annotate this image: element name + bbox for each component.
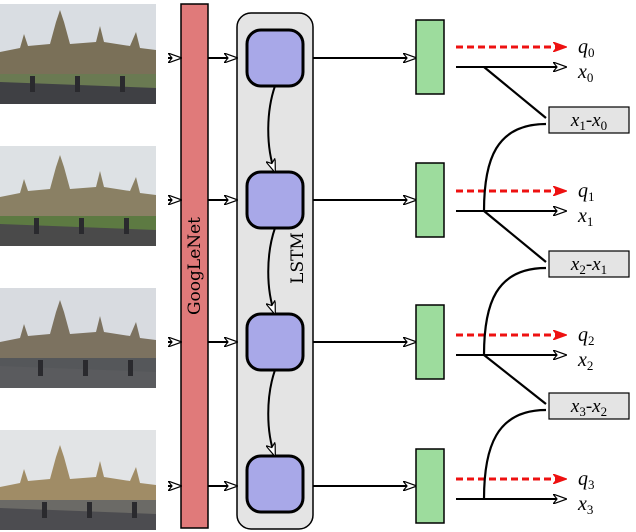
diff-box-0: [548, 106, 630, 134]
position-arrows: [456, 67, 566, 499]
photo-building: [0, 10, 156, 84]
photo-frame-1: [0, 146, 156, 246]
photo-figure: [42, 502, 47, 518]
difference-boxes: [548, 106, 630, 420]
photo-column: [0, 4, 156, 530]
photo-figure: [124, 218, 129, 234]
lstm-recurrent-arrows: [268, 85, 275, 456]
difference-labels: x1-x0 x2-x1 x3-x2: [570, 110, 607, 419]
photo-figure: [128, 360, 133, 376]
photo-road: [0, 508, 156, 530]
connector-x1-diff1: [483, 210, 547, 263]
difference-connectors: [482, 66, 547, 500]
photo-figure: [30, 76, 35, 92]
fc-block-1: [415, 162, 445, 238]
googlenet-bar: [180, 3, 209, 529]
recurrent-arrow-2: [268, 369, 275, 456]
diff-label-2: x3-x2: [570, 396, 607, 419]
photo-figure: [34, 218, 39, 234]
connector-x1-diff0: [482, 122, 547, 212]
recurrent-arrow-0: [268, 85, 275, 172]
lstm-cells: [245, 28, 305, 514]
fc-blocks: [415, 19, 445, 524]
fc-block-2: [415, 304, 445, 380]
photo-building: [0, 445, 156, 510]
x-label-0: x0: [577, 61, 593, 85]
diff-box-1: [548, 250, 630, 278]
x-label-1: x1: [577, 205, 593, 229]
connector-x2-diff1: [482, 266, 547, 356]
recurrent-arrow-1: [268, 227, 275, 314]
q-label-1: q1: [578, 180, 595, 204]
diff-box-2: [548, 392, 630, 420]
photo-figure: [120, 76, 125, 92]
x-label-2: x2: [577, 349, 593, 373]
photo-figure: [38, 360, 43, 376]
photo-frame-0: [0, 4, 156, 104]
photo-frame-3: [0, 430, 156, 530]
x-label-3: x3: [577, 493, 593, 517]
fc-block-3: [415, 448, 445, 524]
q-label-2: q2: [578, 324, 595, 348]
photo-frame-2: [0, 288, 156, 388]
lstm-label: LSTM: [288, 232, 308, 284]
lstm-cell-1: [245, 170, 305, 230]
photo-building: [0, 155, 156, 226]
lstm-cell-3: [245, 454, 305, 514]
photo-figure: [87, 502, 92, 518]
diff-label-0: x1-x0: [570, 110, 607, 133]
cnn-to-lstm-arrows: [208, 58, 237, 486]
googlenet-label: GoogLeNet: [185, 217, 205, 315]
photo-building: [0, 300, 156, 368]
output-labels: q0 x0 q1 x1 q2 x2 q3 x3: [577, 36, 595, 517]
photo-figure: [132, 502, 137, 518]
photo-figure: [75, 76, 80, 92]
photo-figure: [79, 218, 84, 234]
connector-x2-diff2: [483, 354, 547, 405]
q-label-3: q3: [578, 468, 595, 492]
diff-label-1: x2-x1: [570, 254, 607, 277]
lstm-container: [236, 12, 314, 530]
connector-x0-diff0: [483, 66, 547, 119]
connector-x3-diff2: [482, 408, 547, 500]
q-label-0: q0: [578, 36, 595, 60]
fc-block-0: [415, 19, 445, 95]
photo-figure: [83, 360, 88, 376]
photo-to-cnn-arrows: [168, 58, 181, 486]
lstm-to-fc-arrows: [313, 58, 416, 486]
photo-road: [0, 82, 156, 104]
orientation-arrows: [456, 47, 566, 479]
lstm-cell-2: [245, 312, 305, 372]
lstm-cell-0: [245, 28, 305, 88]
